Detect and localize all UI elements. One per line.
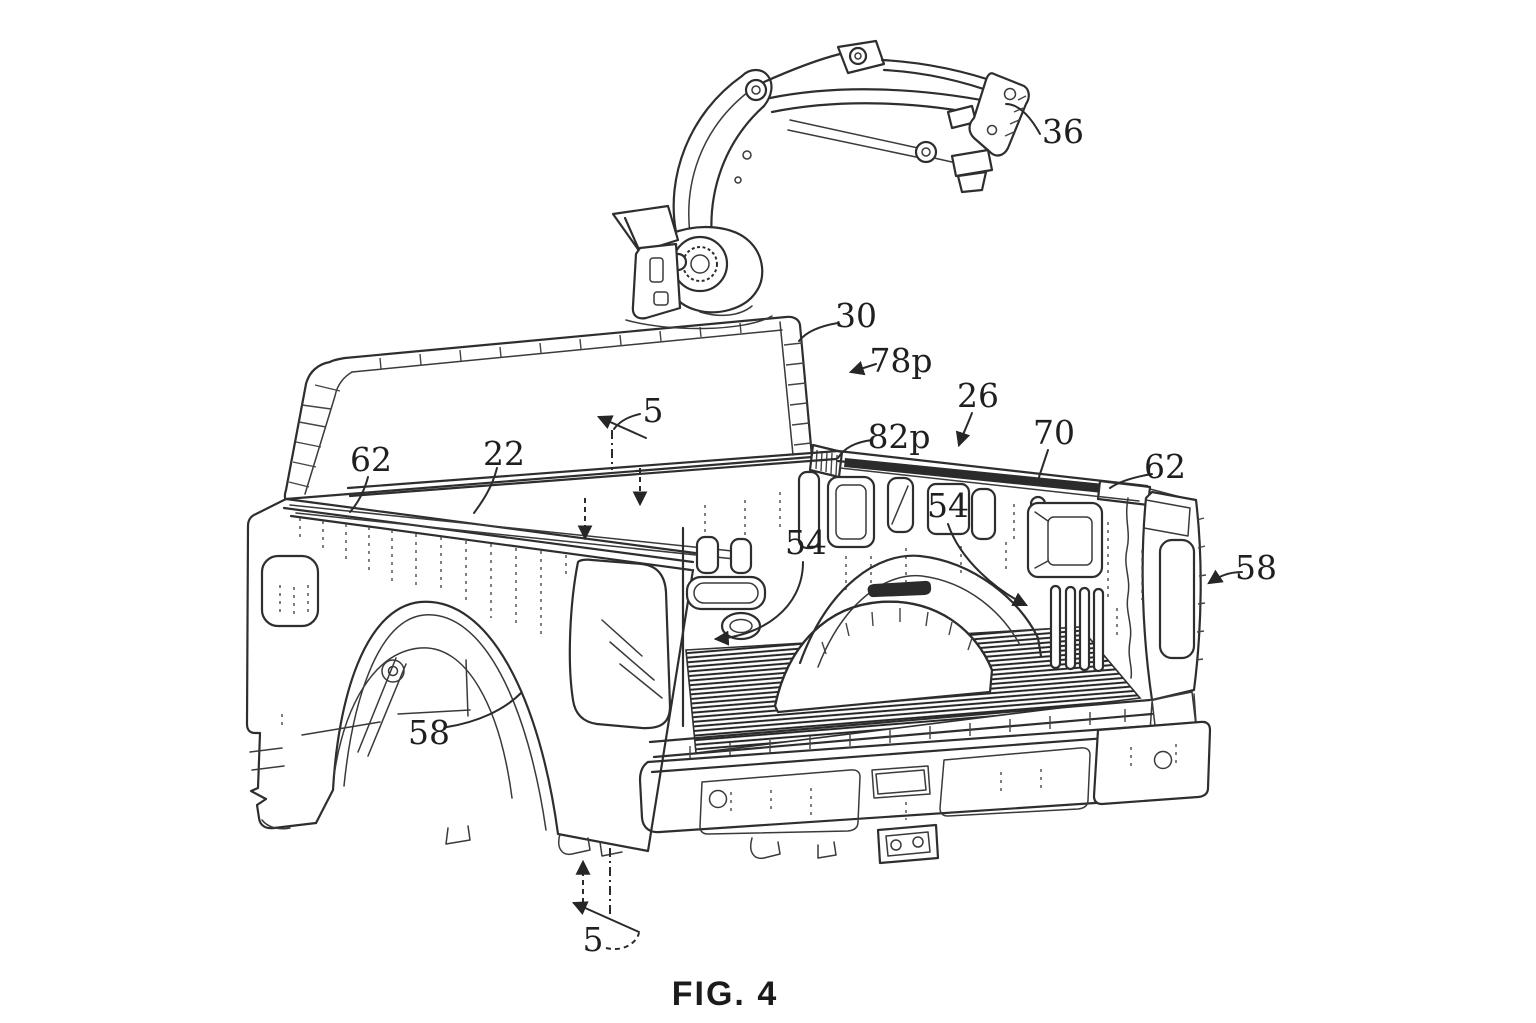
ref-label-82p: 82p [867,417,930,456]
leader-70 [1038,449,1049,478]
leader-36 [1005,103,1041,135]
ref-label-54-right: 54 [927,486,969,525]
rail-protective-strip-70 [844,458,1144,497]
figure-caption: FIG. 4 [672,975,778,1013]
ref-label-58-left: 58 [408,713,450,752]
robotic-arm [611,39,1030,330]
leader-82p [837,439,873,459]
ref-label-36: 36 [1042,112,1084,151]
ref-label-62-left: 62 [350,440,392,479]
arm-wing-plate [611,204,680,254]
trailer-hitch [876,823,940,865]
ref-label-70: 70 [1033,413,1075,452]
leader-62-left [349,476,369,513]
bed-left-outer-panel [245,497,695,853]
ref-label-62-right: 62 [1144,447,1186,486]
section-line-5-bottom [571,848,640,950]
leader-78p [848,360,877,376]
bed-rails [282,449,1189,572]
stake-pocket [1026,501,1104,579]
leader-22 [473,467,498,514]
ref-label-54-left: 54 [785,523,827,562]
leader-30 [798,322,839,342]
taillight-housing [1125,490,1207,735]
ref-label-22: 22 [483,434,525,473]
vent-slots [1049,584,1105,673]
leader-62-right [1109,473,1153,489]
license-plate-recess [871,765,931,799]
inner-panel-window [926,482,971,536]
bed-front-inner-corner [568,526,685,730]
leader-58-right [1207,569,1243,585]
fuel-door [260,554,320,628]
ref-label-26: 26 [957,376,999,415]
bumper-step-pad-left [699,769,861,835]
ref-label-5-bottom: 5 [583,920,604,959]
arm-end-effector [968,72,1030,157]
leader-54-left [713,561,804,646]
ref-label-30: 30 [835,296,877,335]
wheel-housing [773,554,1043,714]
ref-label-5-top: 5 [643,391,664,430]
ref-label-78p: 78p [869,341,932,380]
bumper-step-pad-right [939,747,1091,817]
bed-inner-right-panel [695,467,1140,640]
taillight-lens [1158,538,1196,660]
arm-mount-bracket [631,242,682,320]
rear-bumper [445,720,1212,865]
reference-numerals: 36 30 78p 26 70 62 82p 62 22 5 54 54 58 … [350,112,1277,959]
leader-lines [349,103,1243,728]
leader-54-right [947,523,1029,607]
rear-sill [648,698,1154,759]
bumper-end-cap-right [1092,720,1212,806]
section-line-5-top [577,413,648,541]
ref-label-58-right: 58 [1235,548,1277,587]
leader-26 [955,412,973,448]
leader-58-left [446,692,522,728]
